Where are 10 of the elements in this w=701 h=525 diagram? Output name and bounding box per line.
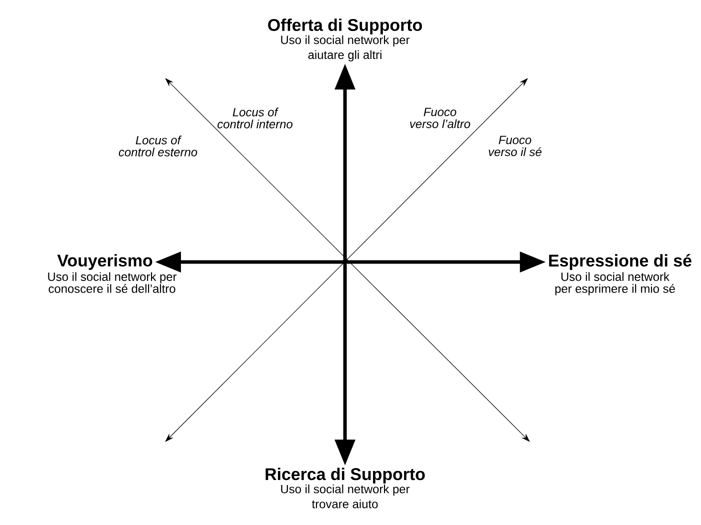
- description-text: Uso il social network per conoscere il sé dell’altro: [48, 272, 177, 293]
- pole-label: Vouyerismo: [57, 254, 152, 270]
- axis-annotation: Fuoco verso l’altro: [410, 108, 470, 128]
- pole-label: Espressione di sé: [549, 254, 692, 270]
- pole-label: Ricerca di Supporto Uso il social network per trovare aiuto: [266, 468, 425, 508]
- axis-annotation: Fuoco verso il sé: [488, 136, 542, 156]
- pole-label: Offerta di Supporto Uso il social network per aiutare gli altri: [268, 18, 422, 62]
- description-text: Uso il social network per esprimere il mio sé: [555, 272, 675, 296]
- axis-annotation: Locus of control esterno: [118, 136, 198, 156]
- axis-annotation: Locus of control interno: [218, 108, 292, 128]
